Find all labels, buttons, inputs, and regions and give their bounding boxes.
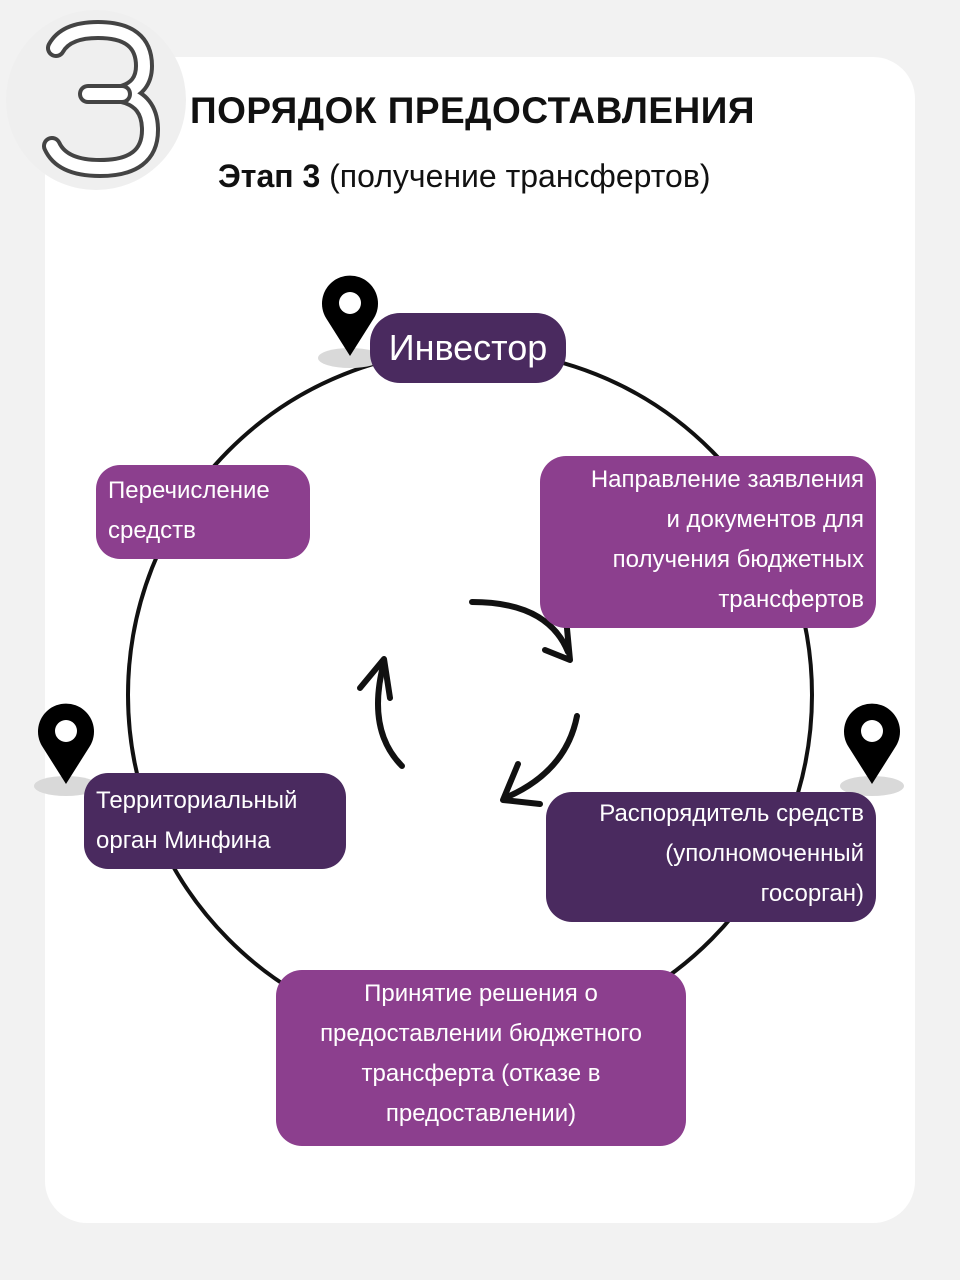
page-title: ПОРЯДОК ПРЕДОСТАВЛЕНИЯ (190, 90, 755, 131)
stage-label: Этап 3 (218, 158, 321, 194)
node-decision: Принятие решения о предоставлении бюджет… (276, 970, 686, 1146)
cycle-ring (126, 348, 814, 1042)
node-funds-transfer: Перечисление средств (96, 465, 310, 559)
node-territorial-body: Территориальный орган Минфина (84, 773, 346, 869)
step-number-3-icon (42, 20, 160, 178)
node-fund-manager-line-2: (уполномоченный (665, 840, 864, 867)
location-pin-icon (840, 703, 904, 796)
node-investor: Инвестор (370, 313, 566, 383)
node-fund-manager: Распорядитель средств (уполномоченный го… (546, 792, 876, 922)
node-application-line-3: получения бюджетных (612, 546, 864, 573)
location-pin-icon (318, 275, 382, 368)
location-pin-icon (34, 703, 98, 796)
node-decision-line-4: предоставлении) (385, 1100, 577, 1127)
node-fund-manager-line-3: госорган) (760, 880, 864, 907)
node-decision-line-1: Принятие решения о (364, 980, 598, 1007)
stage-description: (получение трансфертов) (320, 158, 711, 194)
node-territorial-line-1: Территориальный (96, 787, 298, 814)
node-decision-line-3: трансферта (отказе в (361, 1060, 601, 1087)
node-application-line-1: Направление заявления (590, 466, 864, 493)
node-application: Направление заявления и документов для п… (540, 456, 876, 628)
node-decision-line-2: предоставлении бюджетного (320, 1020, 642, 1047)
cycle-arrows-icon (357, 599, 580, 807)
node-application-line-2: и документов для (666, 506, 864, 533)
node-fund-manager-line-1: Распорядитель средств (599, 800, 864, 827)
node-application-line-4: трансфертов (718, 586, 864, 613)
node-funds-transfer-line-2: средств (108, 517, 196, 544)
node-funds-transfer-line-1: Перечисление (108, 477, 270, 504)
node-territorial-line-2: орган Минфина (96, 827, 271, 854)
node-investor-label: Инвестор (388, 327, 548, 368)
page-subtitle: Этап 3 (получение трансфертов) (218, 158, 710, 195)
